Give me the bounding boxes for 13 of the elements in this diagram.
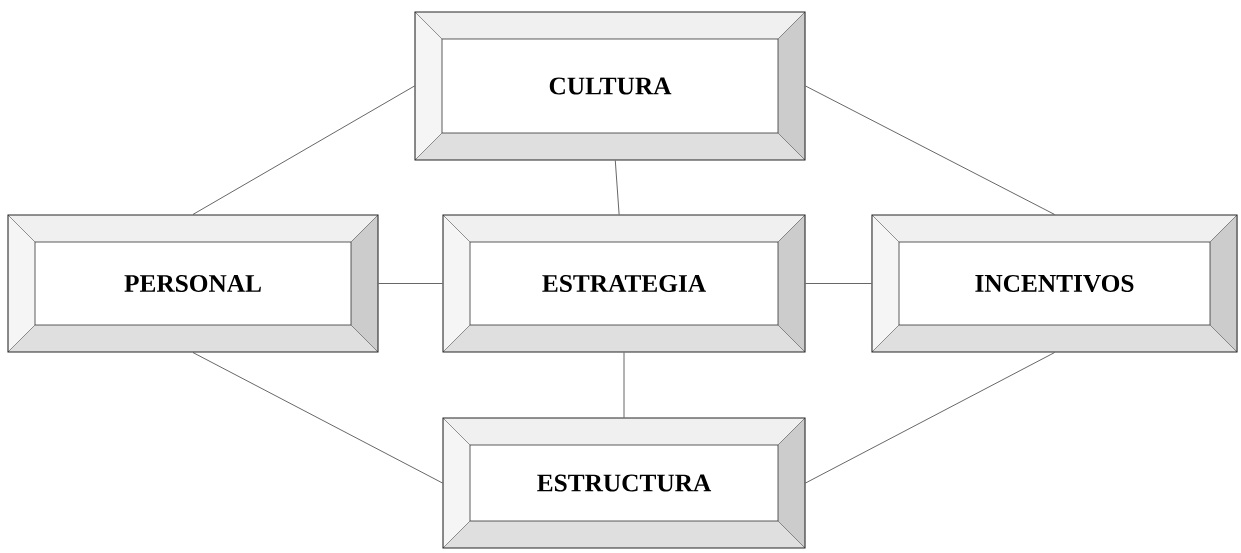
connector-line bbox=[805, 283, 872, 284]
beveled-box: ESTRATEGIA bbox=[442, 214, 806, 353]
connector-line bbox=[614, 160, 620, 215]
beveled-box: ESTRUCTURA bbox=[442, 417, 806, 549]
connector-line bbox=[192, 352, 443, 484]
connector-line bbox=[805, 85, 1055, 215]
beveled-box: INCENTIVOS bbox=[871, 214, 1238, 353]
connector-line bbox=[623, 352, 625, 418]
connector-line bbox=[805, 352, 1055, 484]
connector-line bbox=[192, 85, 415, 215]
beveled-box: PERSONAL bbox=[7, 214, 379, 353]
beveled-box: CULTURA bbox=[414, 11, 806, 161]
connector-line bbox=[378, 283, 443, 284]
